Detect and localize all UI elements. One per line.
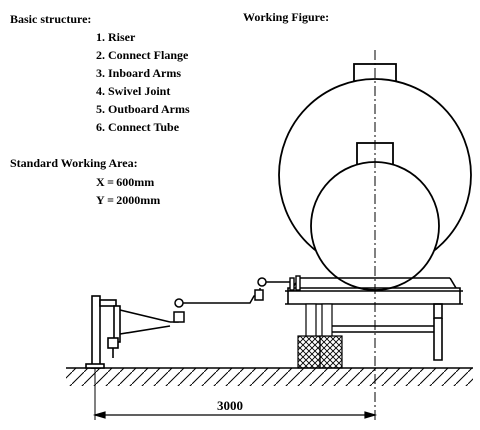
dimension-line xyxy=(92,411,378,419)
tanker-wheels xyxy=(297,303,343,369)
part-item-inboard-arms: 3. Inboard Arms xyxy=(96,66,182,80)
ground-hatching xyxy=(66,367,473,386)
basic-structure-heading: Basic structure: xyxy=(10,12,92,26)
working-figure-heading: Working Figure: xyxy=(243,10,330,24)
tanker-outlet xyxy=(289,275,301,291)
part-item-connect-flange: 2. Connect Flange xyxy=(96,48,189,62)
part-item-riser: 1. Riser xyxy=(96,30,136,44)
working-area-y: Y = 2000mm xyxy=(96,193,161,207)
part-item-connect-tube: 6. Connect Tube xyxy=(96,120,180,134)
dimension-label: 3000 xyxy=(217,398,243,413)
standard-working-area-heading: Standard Working Area: xyxy=(10,156,138,170)
working-area-x: X = 600mm xyxy=(96,175,155,189)
part-item-outboard-arms: 5. Outboard Arms xyxy=(96,102,190,116)
loading-arm-pipe xyxy=(170,277,290,323)
tanker-tank xyxy=(278,63,472,291)
loading-arm-riser xyxy=(85,295,171,369)
part-item-swivel-joint: 4. Swivel Joint xyxy=(96,84,171,98)
